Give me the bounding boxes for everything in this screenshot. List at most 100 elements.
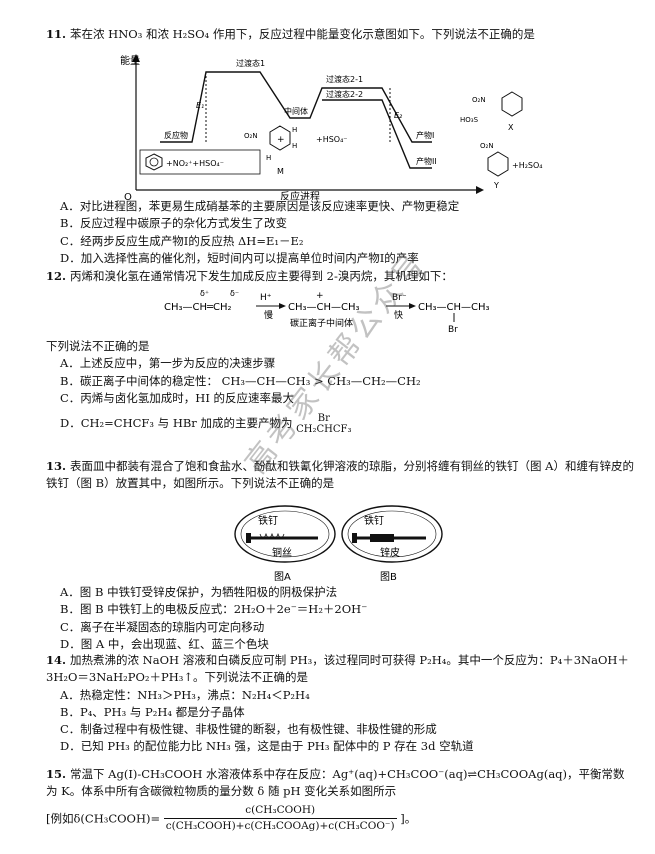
stability-right: CH₃—CH₂—CH₂ (327, 373, 421, 388)
question-number: 13. (46, 459, 67, 473)
stability-gt: > (313, 373, 324, 388)
benzene-circle-icon (149, 157, 159, 167)
question-15-stem: 15.常温下 Ag(Ⅰ)-CH₃COOH 水溶液体系中存在反应：Ag⁺(aq)+… (46, 766, 636, 801)
m-plus-label: +HSO₄⁻ (316, 135, 348, 144)
question-number: 14. (46, 653, 67, 667)
option-c: C．丙烯与卤化氢加成时，HI 的反应速率最大 (60, 390, 295, 405)
zinc-sheet-icon (370, 534, 394, 542)
question-11-options: A．对比进程图，苯更易生成硝基苯的主要原因是该反应速率更快、产物更稳定 B．反应… (46, 198, 636, 267)
energy-curve-branch (322, 99, 432, 169)
question-14-stem: 14.加热煮沸的浓 NaOH 溶液和白磷反应可制 PH₃，该过程同时可获得 P₂… (46, 652, 636, 687)
product-y-label: Y (493, 181, 499, 190)
option-b: B．P₄、PH₃ 与 P₂H₄ 都是分子晶体 (60, 704, 245, 719)
question-14: 14.加热煮沸的浓 NaOH 溶液和白磷反应可制 PH₃，该过程同时可获得 P₂… (46, 652, 636, 756)
intermediate-h1: H (292, 126, 297, 134)
option-b-text: B．碳正离子中间体的稳定性： (60, 373, 218, 388)
reactant-formula: +NO₂⁺+HSO₄⁻ (166, 159, 224, 168)
intermediate-h3: H (266, 154, 271, 162)
question-number: 11. (46, 27, 67, 41)
slow-label: 慢 (264, 309, 273, 321)
question-text: 加热煮沸的浓 NaOH 溶液和白磷反应可制 PH₃，该过程同时可获得 P₂H₄。… (46, 653, 629, 685)
option-c: C．离子在半凝固态的琼脂内可定向移动 (60, 619, 265, 634)
mechanism-diagram: δ⁺ δ⁻ CH₃—CH═CH₂ H⁺ 慢 + CH₃—CH—CH₃ 碳正离子中… (164, 289, 490, 335)
m-label: M (277, 167, 284, 176)
brminus-label: Br⁻ (392, 293, 407, 303)
question-text: 常温下 Ag(Ⅰ)-CH₃COOH 水溶液体系中存在反应：Ag⁺(aq)+CH₃… (46, 767, 625, 799)
nail-a-label: 铁钉 (258, 514, 278, 527)
question-12-body: 下列说法不正确的是 A．上述反应中，第一步为反应的决速步骤 B．碳正离子中间体的… (46, 338, 636, 435)
ts21-label: 过渡态2-1 (326, 74, 363, 84)
ts22-label: 过渡态2-2 (326, 89, 363, 99)
question-number: 12. (46, 269, 67, 283)
option-b: B．碳正离子中间体的稳定性： CH₃—CH—CH₃ > CH₃—CH₂—CH₂ (60, 373, 636, 390)
option-d-text: D．CH₂=CHCF₃ 与 HBr 加成的主要产物为 (60, 416, 293, 430)
definition-prefix: [例如δ(CH₃COOH)= (46, 810, 161, 825)
option-b: B．反应过程中碳原子的杂化方式发生了改变 (60, 216, 287, 231)
product2-label: 产物II (416, 156, 437, 166)
nail-b-head (352, 533, 357, 543)
delta-definition: [例如δ(CH₃COOH)= c(CH₃COOH) c(CH₃COOH)+c(C… (46, 803, 636, 836)
intermediate-label: 中间体 (284, 106, 308, 116)
option-c: C．制备过程中有极性键、非极性键的断裂，也有极性键、非极性键的形成 (60, 722, 437, 736)
question-12: 12.丙烯和溴化氢在通常情况下发生加成反应主要得到 2-溴丙烷，其机理如下： (46, 268, 636, 285)
reactant-label: 反应物 (164, 130, 188, 140)
question-text: 苯在浓 HNO₃ 和浓 H₂SO₄ 作用下，反应过程中能量变化示意图如下。下列说… (70, 27, 535, 41)
option-d-chain: CH₂CHCF₃ (296, 424, 352, 435)
definition-fraction: c(CH₃COOH) c(CH₃COOH)+c(CH₃COOAg)+c(CH₃C… (163, 803, 397, 836)
dish-a (234, 505, 336, 563)
product-formula: CH₃—CH—CH₃ (418, 302, 490, 313)
product-x-ring-icon (501, 91, 523, 117)
product1-label: 产物I (416, 130, 434, 140)
question-13-stem: 13.表面皿中都装有混合了饱和食盐水、酚酞和铁氰化钾溶液的琼脂，分别将缠有铜丝的… (46, 458, 636, 493)
definition-suffix: ]。 (400, 810, 417, 825)
option-a: A．图 B 中铁钉受锌皮保护，为牺牲阳极的阴极保护法 (60, 585, 338, 599)
intermediate-h2: H (292, 142, 297, 150)
option-c: C．经两步反应生成产物I的反应热 ΔH=E₁－E₂ (60, 233, 304, 248)
delta-minus: δ⁻ (230, 289, 239, 298)
reactant-box (139, 149, 261, 175)
dish-b-inner (347, 510, 437, 558)
delta-plus: δ⁺ (200, 289, 209, 298)
option-d: D．CH₂=CHCF₃ 与 HBr 加成的主要产物为 Br CH₂CHCF₃ (60, 413, 636, 435)
y-axis-arrow (132, 54, 140, 62)
e2-label: E₂ (394, 111, 403, 120)
stability-left: CH₃—CH—CH₃ (221, 373, 311, 388)
product-y-ring-icon (487, 151, 509, 177)
option-d: D．已知 PH₃ 的配位能力比 NH₃ 强，这是由于 PH₃ 配体中的 P 存在… (60, 739, 474, 754)
product-x-no2: O₂N (472, 96, 486, 104)
option-d: D．图 A 中，会出现蓝、红、蓝三个色块 (60, 636, 269, 651)
corrosion-figure: 铁钉 铜丝 图A 铁钉 锌皮 图B (234, 505, 443, 583)
benzene-ring-icon (145, 153, 163, 171)
origin-label: O (124, 192, 132, 200)
intermediate-no2: O₂N (244, 132, 258, 140)
question-13-options: A．图 B 中铁钉受锌皮保护，为牺牲阳极的阴极保护法 B．图 B 中铁钉上的电极… (46, 584, 636, 653)
copper-wire-icon (259, 532, 285, 539)
question-13: 13.表面皿中都装有混合了饱和食盐水、酚酞和铁氰化钾溶液的琼脂，分别将缠有铜丝的… (46, 458, 636, 493)
fast-arrowhead (409, 303, 416, 309)
hplus-label: H⁺ (260, 293, 272, 303)
carbocation-label: 碳正离子中间体 (290, 317, 353, 329)
br-label: Br (448, 325, 458, 335)
option-a: A．上述反应中，第一步为反应的决速步骤 (60, 356, 276, 371)
energy-curve (160, 71, 432, 143)
option-d: D．加入选择性高的催化剂，短时间内可以提高单位时间内产物I的产率 (60, 250, 419, 265)
propene-formula: CH₃—CH═CH₂ (164, 302, 232, 313)
carbocation-formula: CH₃—CH—CH₃ (288, 302, 360, 313)
y-axis-label: 能量 (120, 54, 140, 67)
product-x-label: X (508, 123, 514, 132)
x-axis-label: 反应进程 (280, 190, 320, 200)
question-15: 15.常温下 Ag(Ⅰ)-CH₃COOH 水溶液体系中存在反应：Ag⁺(aq)+… (46, 766, 636, 835)
dish-a-inner (240, 510, 330, 558)
option-a: A．热稳定性：NH₃＞PH₃，沸点：N₂H₄＜P₂H₄ (60, 687, 310, 702)
question-12-ask: 下列说法不正确的是 (46, 339, 150, 353)
option-a: A．对比进程图，苯更易生成硝基苯的主要原因是该反应速率更快、产物更稳定 (60, 199, 460, 213)
fig-b-caption: 图B (380, 571, 397, 583)
question-text: 表面皿中都装有混合了饱和食盐水、酚酞和铁氰化钾溶液的琼脂，分别将缠有铜丝的铁钉（… (46, 459, 634, 491)
option-d-formula: Br CH₂CHCF₃ (296, 413, 351, 435)
question-11: 11.苯在浓 HNO₃ 和浓 H₂SO₄ 作用下，反应过程中能量变化示意图如下。… (46, 26, 636, 43)
fig-a-caption: 图A (274, 571, 291, 583)
wire-a-label: 铜丝 (272, 547, 292, 559)
product-y-plus: +H₂SO₄ (512, 161, 543, 170)
question-text: 丙烯和溴化氢在通常情况下发生加成反应主要得到 2-溴丙烷，其机理如下： (70, 269, 453, 283)
carbocation-plus: + (316, 291, 324, 301)
